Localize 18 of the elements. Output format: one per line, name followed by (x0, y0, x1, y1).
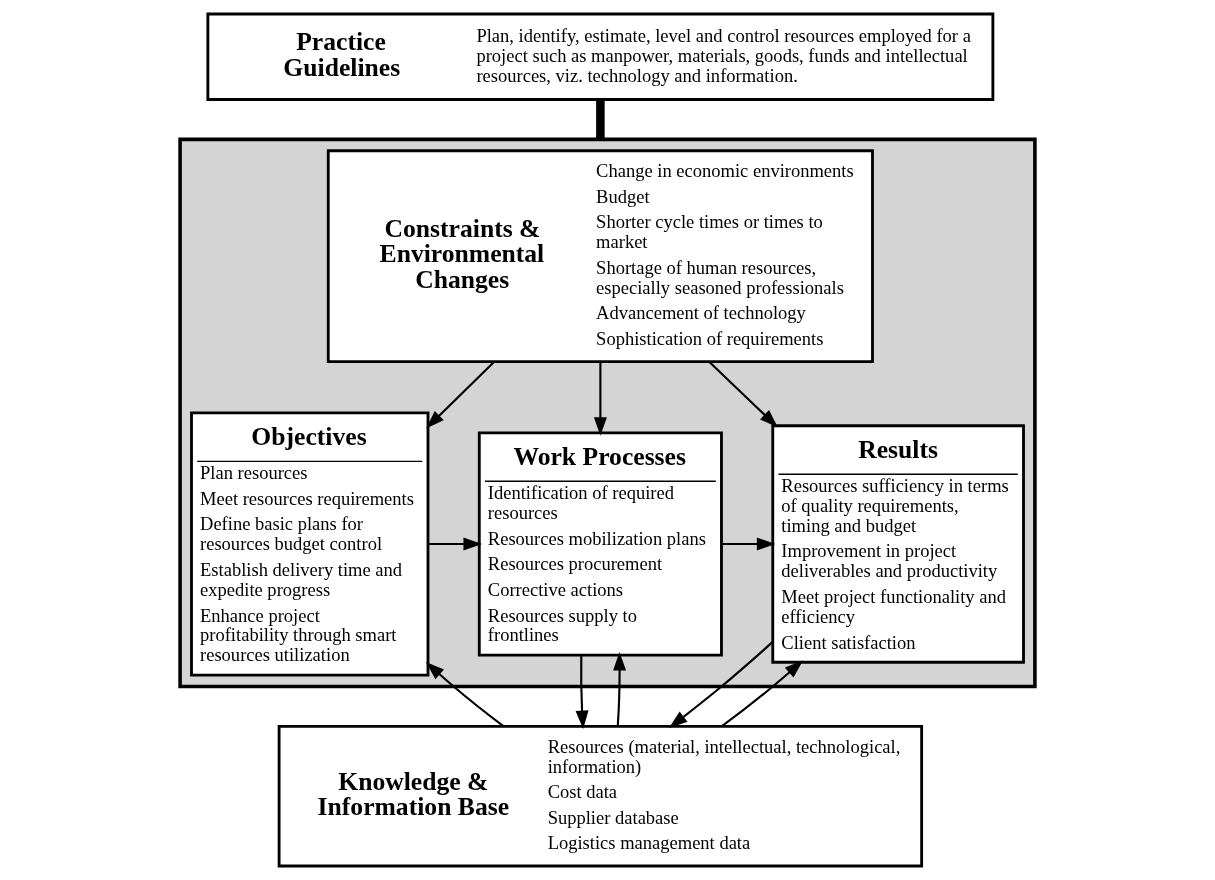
node-box: Knowledge & Information Base Resources (material, intellectual, technological, information) Cost data Supplier database Logistics management data (277, 724, 924, 868)
arrow (428, 537, 482, 551)
node-box: Constraints & Environmental Changes Change in economic environments Budget Shorter cycle times or times to market Shortage of human resources, especially seasoned professionals Advancement of technology Sophistication of requirements (326, 149, 874, 364)
arrow (425, 661, 504, 727)
node-box: Work Processes Identification of required resources Resources mobilization plans Resources procurement Corrective actions Resources supply to frontlines (477, 431, 723, 657)
arrow (721, 660, 804, 727)
arrow (426, 360, 495, 429)
node-box: Objectives Plan resources Meet resources requirements Define basic plans for resources budget control Establish delivery time and expedite progress Enhance project profitability through smart resources utilization (190, 411, 430, 677)
arrow (668, 641, 774, 729)
arrow (721, 537, 776, 551)
connector (596, 99, 605, 140)
node-box: Results Resources sufficiency in terms of quality requirements, timing and budget Improvement in project deliverables and productivity Meet project functionality and efficiency Client satisfaction (771, 424, 1025, 664)
arrow (575, 655, 589, 730)
arrow (613, 651, 627, 726)
node-box: Practice Guidelines Plan, identify, estimate, level and control resources employed for a project such as manpower, materials, goods, funds and intellectual resources, viz. technology and information. (206, 12, 995, 101)
cluster (178, 137, 1037, 689)
arrow (708, 360, 778, 428)
arrow (593, 361, 607, 436)
